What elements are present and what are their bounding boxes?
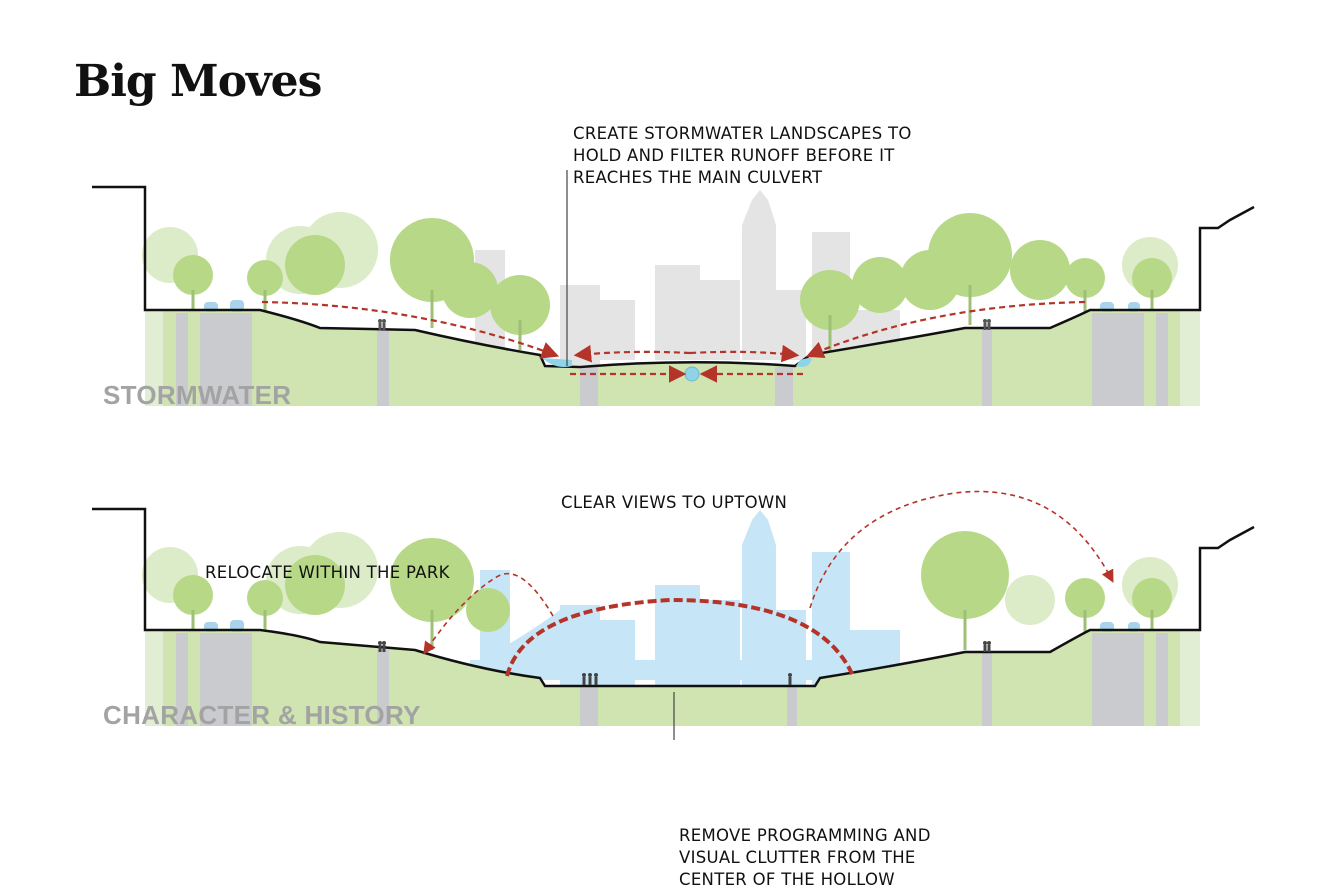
ground-fill: [145, 630, 1200, 726]
section-label-stormwater: STORMWATER: [103, 380, 292, 410]
annotation-clear-views: CLEAR VIEWS TO UPTOWN: [561, 493, 788, 512]
relocate-arrows: [423, 490, 1114, 655]
stormwater-basin-right: [796, 357, 812, 367]
trees: [173, 213, 1172, 335]
annotation-relocate: RELOCATE WITHIN THE PARK: [205, 563, 450, 582]
trees: [173, 531, 1172, 632]
stormwater-section-diagram: [92, 170, 1255, 406]
clear-view-arc: [505, 597, 855, 677]
annotation-remove-programming: REMOVE PROGRAMMING AND VISUAL CLUTTER FR…: [679, 826, 931, 889]
roads: [176, 633, 1168, 726]
roads: [176, 313, 1168, 406]
page-title: Big Moves: [74, 56, 322, 107]
character-history-section-diagram: [92, 490, 1255, 740]
people-icons: [378, 641, 991, 685]
terrain-profile-line: [92, 507, 1255, 688]
terrain-profile-line: [92, 185, 1255, 369]
runoff-arrows: [261, 300, 1086, 383]
uptown-skyline-view: [470, 510, 900, 685]
section-label-character-history: CHARACTER & HISTORY: [103, 700, 421, 730]
annotation-stormwater-landscapes: CREATE STORMWATER LANDSCAPES TO HOLD AND…: [573, 124, 912, 187]
culvert-icon: [684, 366, 700, 382]
stormwater-basin-left: [542, 358, 572, 367]
people-icons: [378, 319, 991, 330]
